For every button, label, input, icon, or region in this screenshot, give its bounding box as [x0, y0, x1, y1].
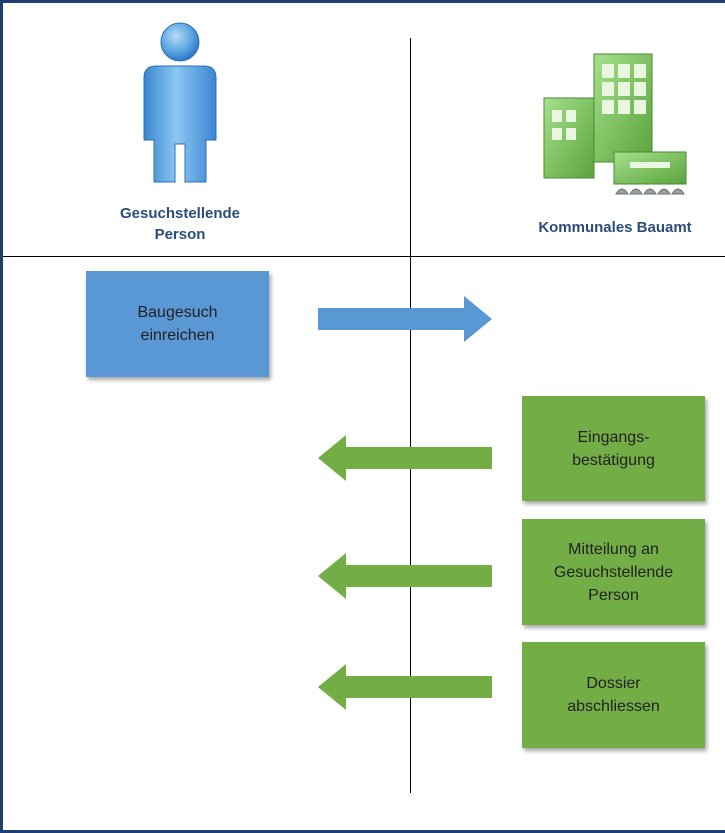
arrow-to-person-2 [318, 553, 492, 599]
step-box-mitteilung: Mitteilung an Gesuchstellende Person [522, 519, 705, 625]
step-box-baugesuch-einreichen: Baugesuch einreichen [86, 271, 269, 377]
arrow-to-office [318, 296, 492, 342]
arrow-to-person-3 [318, 664, 492, 710]
step-box-eingangsbestaetigung: Eingangs- bestätigung [522, 396, 705, 501]
building-icon [543, 53, 687, 195]
header-divider [3, 256, 725, 257]
actor-label-office: Kommunales Bauamt [538, 219, 692, 236]
step-box-dossier-abschliessen: Dossier abschliessen [522, 642, 705, 748]
arrow-to-person-1 [318, 435, 492, 481]
actor-label-person: Gesuchstellende Person [119, 205, 241, 243]
lane-divider [410, 38, 411, 793]
person-icon [143, 22, 217, 183]
